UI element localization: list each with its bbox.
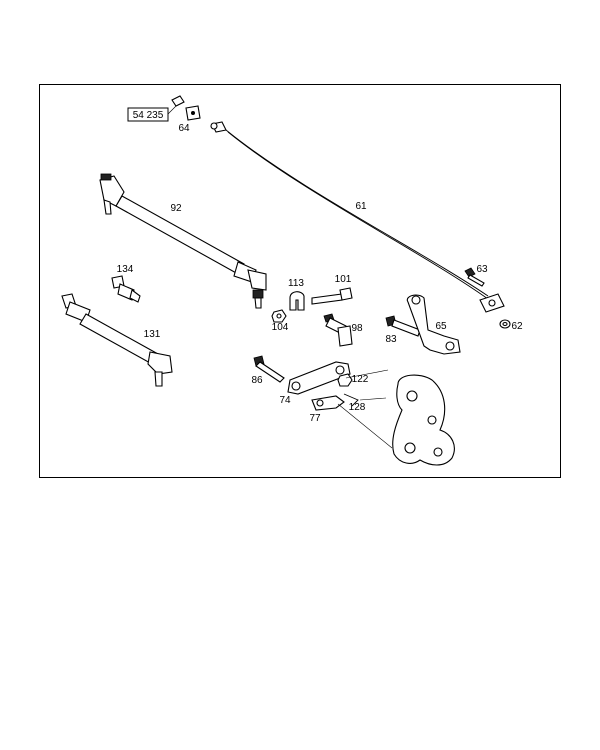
- callout-74: 74: [279, 395, 291, 406]
- part-128-pin: [343, 393, 359, 407]
- callout-64: 64: [178, 123, 190, 134]
- part-64-clip: [171, 95, 201, 121]
- cable-flange: [479, 293, 505, 313]
- part-104-nut: [271, 309, 287, 323]
- part-65-idler-arm: [406, 294, 461, 355]
- part-61-cable: [210, 121, 489, 300]
- callout-77: 77: [309, 413, 321, 424]
- diagram-frame: [39, 84, 561, 478]
- part-98-ball-joint: [323, 313, 353, 347]
- part-74-drag-link: [287, 361, 351, 395]
- reference-box: 54 235: [127, 105, 177, 122]
- part-122-nut: [337, 373, 353, 387]
- callout-128: 128: [349, 402, 366, 413]
- callout-131: 131: [144, 329, 161, 340]
- callout-92: 92: [170, 203, 182, 214]
- steering-housing: [392, 374, 455, 466]
- callout-101: 101: [335, 274, 352, 285]
- callout-65: 65: [435, 321, 447, 332]
- callout-86: 86: [251, 375, 263, 386]
- callout-98: 98: [351, 323, 363, 334]
- callout-63: 63: [476, 264, 488, 275]
- callout-62: 62: [511, 321, 523, 332]
- part-77-link: [311, 395, 345, 411]
- part-113-clamp: [289, 291, 305, 311]
- part-86-bolt: [253, 355, 285, 383]
- part-83-bolt: [385, 315, 421, 337]
- part-131-tie-rod: [61, 293, 173, 387]
- callout-113: 113: [288, 278, 304, 289]
- reference-box-label: 54 235: [133, 110, 164, 121]
- part-63-bolt: [464, 267, 485, 287]
- part-101-bolt: [311, 287, 353, 305]
- callout-83: 83: [385, 334, 397, 345]
- part-134-adapter: [111, 275, 141, 303]
- leader-lines: [337, 369, 393, 449]
- callout-134: 134: [117, 264, 134, 275]
- callout-122: 122: [352, 374, 369, 385]
- callout-61: 61: [355, 201, 367, 212]
- callout-104: 104: [272, 322, 289, 333]
- part-62-ring: [499, 319, 511, 329]
- part-92-tie-rod: [99, 173, 267, 309]
